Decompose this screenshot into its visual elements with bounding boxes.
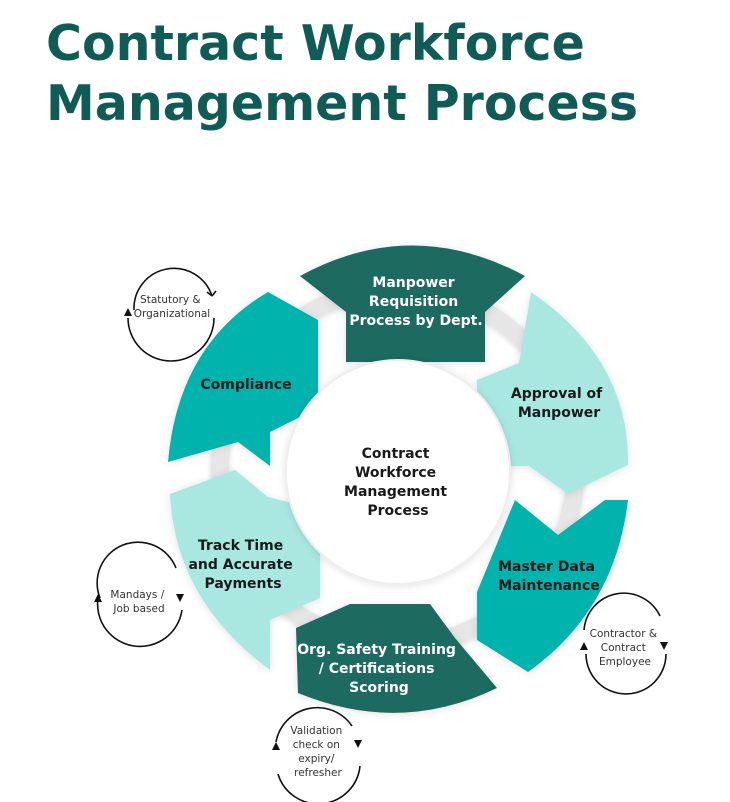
note-label-validation: Validation check on expiry/ refresher (290, 725, 345, 779)
segment-label-track-time: Track Time and Accurate Payments (188, 538, 297, 592)
title-line-1: Contract Workforce (46, 15, 585, 72)
center-circle (285, 359, 511, 585)
segment-label-manpower-requisition: Manpower Requisition Process by Dept. (349, 275, 482, 329)
segment-shape-approval (477, 292, 629, 494)
note-label-statutory: Statutory & Organizational (134, 294, 210, 320)
segment-shape-safety-training (296, 604, 497, 713)
cycle-arrow-icon (127, 317, 215, 362)
note-validation: Validation check on expiry/ refresher (272, 706, 362, 802)
cycle-arrow-icon (277, 765, 361, 802)
title-line-2: Management Process (46, 75, 639, 132)
arrowhead-icon (354, 740, 362, 748)
center-label: Contract Workforce Management Process (344, 446, 452, 519)
segment-label-safety-training: Org. Safety Training / Certifications Sc… (297, 642, 461, 696)
segment-shape-master-data (477, 500, 628, 672)
arrowhead-icon (94, 594, 102, 602)
arrowhead-icon (176, 594, 184, 602)
segment-manpower-requisition: Manpower Requisition Process by Dept. (300, 245, 525, 362)
segment-master-data: Master Data Maintenance (477, 500, 628, 672)
segment-shape-manpower-requisition (300, 245, 525, 362)
arrowhead-icon (272, 742, 280, 750)
segment-label-approval: Approval of Manpower (511, 386, 607, 421)
cycle-arrow-icon (96, 597, 183, 648)
segment-label-compliance: Compliance (200, 377, 291, 393)
center-hub: Contract Workforce Management Process (285, 359, 511, 585)
note-mandays: Mandays / Job based (94, 541, 184, 648)
arrowhead-icon (124, 308, 132, 316)
segment-approval: Approval of Manpower (477, 292, 629, 494)
note-label-mandays: Mandays / Job based (110, 589, 167, 615)
note-contractor: Contractor & Contract Employee (580, 592, 668, 695)
segment-shape-compliance (168, 292, 318, 466)
segment-track-time: Track Time and Accurate Payments (170, 470, 320, 670)
segment-safety-training: Org. Safety Training / Certifications Sc… (296, 604, 497, 713)
cycle-arrow-icon (585, 653, 667, 695)
segment-compliance: Compliance (168, 292, 318, 466)
cycle-arrow-icon (275, 706, 353, 743)
page-title: Contract Workforce Management Process (46, 14, 638, 134)
arrowhead-icon (580, 642, 588, 650)
cycle-arrow-icon (96, 541, 177, 599)
note-label-contractor: Contractor & Contract Employee (590, 628, 661, 668)
cycle-arrow-icon (133, 267, 213, 311)
segment-label-master-data: Master Data Maintenance (498, 559, 600, 594)
cycle-arrow-icon (583, 592, 661, 631)
arrowhead-icon (206, 290, 217, 297)
note-statutory: Statutory & Organizational (124, 267, 217, 362)
segment-shape-track-time (170, 470, 320, 670)
arrowhead-icon (660, 642, 668, 650)
